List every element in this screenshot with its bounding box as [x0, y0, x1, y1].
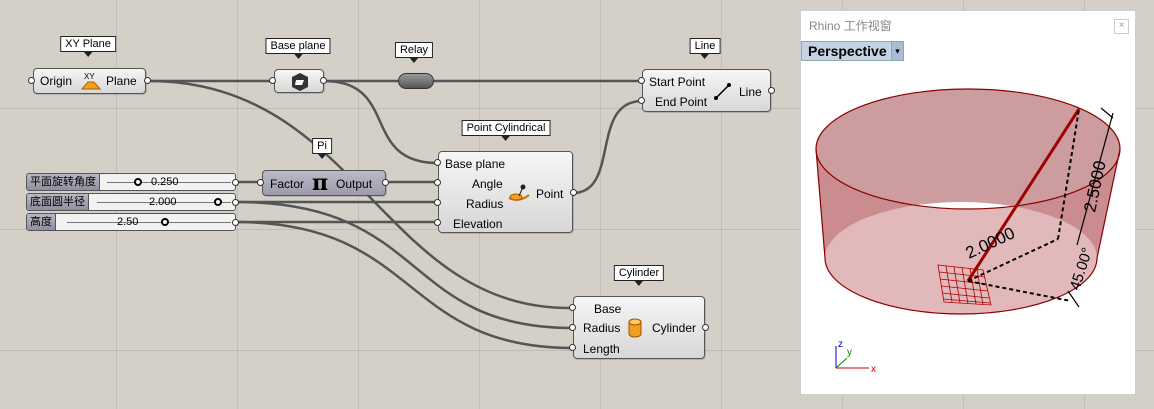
base-input-label: Base [594, 302, 622, 316]
base-plane-output-port[interactable] [320, 77, 327, 84]
radius-port[interactable] [569, 324, 576, 331]
slider-rotation-angle[interactable]: 平面旋转角度 0.250 [26, 173, 236, 191]
slider-label: 高度 [27, 214, 56, 230]
start-point-port[interactable] [638, 77, 645, 84]
slider-track [107, 182, 231, 183]
radius-input-label: Radius [466, 197, 504, 211]
pi-tag: Pi [312, 138, 332, 159]
slider-knob[interactable] [213, 198, 222, 206]
line-tag: Line [689, 38, 721, 59]
slider-value: 2.50 [117, 216, 139, 228]
elevation-port[interactable] [434, 219, 441, 226]
cylinder-front-wall [816, 149, 1120, 314]
viewport-name-tab[interactable]: Perspective [801, 41, 892, 61]
slider-output-port[interactable] [232, 179, 239, 186]
elevation-input-label: Elevation [453, 217, 503, 231]
xy-plane-component[interactable]: Origin XY Plane [33, 68, 146, 94]
point-cylindrical-tag: Point Cylindrical [461, 120, 551, 141]
cylinder-component[interactable]: Base Radius Length Cylinder [573, 296, 705, 359]
slider-output-port[interactable] [232, 219, 239, 226]
rhino-window-title: Rhino 工作视窗 [809, 19, 892, 33]
cylinder-back-wall [816, 89, 1120, 258]
wire-baseplane-to-ptcyl [323, 79, 439, 165]
line-component[interactable]: Start Point End Point Line [642, 69, 771, 112]
slider-base-radius[interactable]: 底面圆半径 2.000 [26, 193, 236, 211]
base-plane-param[interactable] [274, 69, 324, 93]
plane-output-port[interactable] [144, 77, 151, 84]
result-line [966, 108, 1081, 282]
plane-param-icon [292, 73, 308, 91]
origin-input-port[interactable] [28, 77, 35, 84]
point-output-label: Point [536, 187, 564, 201]
slider-label: 底面圆半径 [27, 194, 89, 210]
chevron-down-icon[interactable]: ▾ [891, 41, 904, 61]
slider-value: 0.250 [151, 176, 179, 188]
cylinder-icon [628, 318, 642, 338]
svg-text:XY: XY [84, 72, 95, 81]
angle-input-label: Angle [472, 177, 503, 191]
relay-tag: Relay [394, 42, 434, 63]
radius-port[interactable] [434, 199, 441, 206]
slider-output-port[interactable] [232, 199, 239, 206]
pi-component[interactable]: Factor π Output [262, 170, 386, 196]
slider-value: 2.000 [149, 196, 177, 208]
line-icon [714, 83, 731, 100]
cylinder-output-port[interactable] [702, 324, 709, 331]
point-cylindrical-component[interactable]: Base plane Angle Radius Elevation Point [438, 151, 573, 233]
svg-text:x: x [871, 364, 876, 375]
slider-height[interactable]: 高度 2.50 [26, 213, 236, 231]
close-icon[interactable]: × [1114, 19, 1129, 34]
end-point-label: End Point [655, 95, 708, 109]
base-port[interactable] [569, 304, 576, 311]
slider-knob[interactable] [134, 178, 142, 186]
xy-plane-tag: XY Plane [60, 36, 116, 57]
pi-icon: π [312, 170, 329, 196]
wire-point-to-endpoint [572, 99, 643, 195]
angle-port[interactable] [434, 179, 441, 186]
cylinder-left-edge [815, 148, 826, 259]
base-plane-grid [937, 264, 992, 306]
point-output-port[interactable] [570, 189, 577, 196]
base-plane-port[interactable] [434, 159, 441, 166]
factor-input-label: Factor [270, 177, 305, 191]
line-output-port[interactable] [768, 87, 775, 94]
slider-label: 平面旋转角度 [27, 174, 100, 190]
cylinder-output-label: Cylinder [652, 321, 697, 335]
xyz-axis-icon: x y z [835, 339, 876, 375]
base-plane-input-label: Base plane [445, 157, 506, 171]
length-input-label: Length [583, 342, 620, 356]
base-plane-input-port[interactable] [269, 77, 276, 84]
pi-output-port[interactable] [382, 179, 389, 186]
cylinder-right-edge [1096, 148, 1121, 259]
wire-radius-to-cylinder [235, 200, 574, 330]
start-point-label: Start Point [649, 75, 706, 89]
pi-output-label: Output [336, 177, 373, 191]
xy-plane-icon: XY [80, 72, 102, 90]
length-port[interactable] [569, 344, 576, 351]
slider-track [97, 202, 231, 203]
dimension-lines [967, 108, 1080, 302]
slider-track [67, 222, 231, 223]
svg-text:y: y [847, 347, 852, 358]
wire-height-to-cylinder [235, 220, 574, 350]
factor-input-port[interactable] [257, 179, 264, 186]
point-cylindrical-icon [508, 184, 530, 201]
origin-input-label: Origin [40, 74, 73, 88]
end-point-port[interactable] [638, 97, 645, 104]
cylinder-tag: Cylinder [613, 265, 665, 286]
plane-output-label: Plane [106, 74, 137, 88]
base-plane-tag: Base plane [265, 38, 331, 59]
perspective-view[interactable]: 2.0000 2.5000 45.00° x y z [801, 63, 1135, 394]
svg-text:z: z [838, 339, 843, 350]
relay-node[interactable] [398, 73, 434, 89]
radius-input-label: Radius [583, 321, 621, 335]
line-output-label: Line [739, 85, 762, 99]
rhino-viewport-window[interactable]: Rhino 工作视窗 × Perspective ▾ [800, 10, 1136, 395]
slider-knob[interactable] [161, 218, 170, 226]
